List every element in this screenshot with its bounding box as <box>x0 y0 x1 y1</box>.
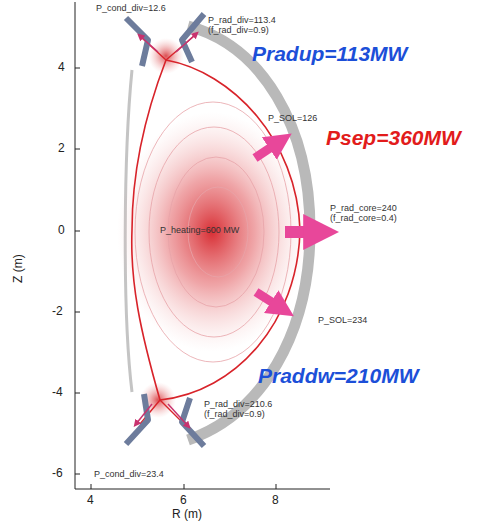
power-value: P_rad_div=210.6 (f_rad_div=0.9) <box>204 400 282 420</box>
axis-tick: 0 <box>58 224 65 237</box>
axis-tick: -6 <box>52 467 63 480</box>
separatrix-power: Psep=360MW <box>326 126 461 149</box>
axis-tick: 4 <box>87 494 94 507</box>
radiated-power: Praddw=210MW <box>258 364 418 387</box>
power-arrow <box>255 144 314 306</box>
axis-tick: 2 <box>58 142 65 155</box>
axes <box>75 2 330 489</box>
axis-tick: -4 <box>52 386 63 399</box>
power-value: P_cond_div=12.6 <box>96 4 166 14</box>
power-value: P_rad_div=113.4 (f_rad_div=0.9) <box>208 16 282 36</box>
axis-title: R (m) <box>172 508 202 521</box>
power-value: P_cond_div=23.4 <box>94 470 164 480</box>
power-value: P_heating=600 MW <box>160 226 239 236</box>
axis-tick: 6 <box>180 494 187 507</box>
divertor-radiation <box>148 38 184 74</box>
axis-title: Z (m) <box>12 254 25 283</box>
flux-surfaces <box>135 102 291 362</box>
axis-tick: -2 <box>52 305 63 318</box>
power-value: P_SOL=234 <box>318 316 367 326</box>
separatrix <box>132 60 300 400</box>
power-value: P_SOL=126 <box>268 114 317 124</box>
radiated-power: Pradup=113MW <box>252 42 407 65</box>
power-value: P_rad_core=240 (f_rad_core=0.4) <box>330 204 410 224</box>
axis-tick: 4 <box>58 61 65 74</box>
axis-tick: 8 <box>272 494 279 507</box>
